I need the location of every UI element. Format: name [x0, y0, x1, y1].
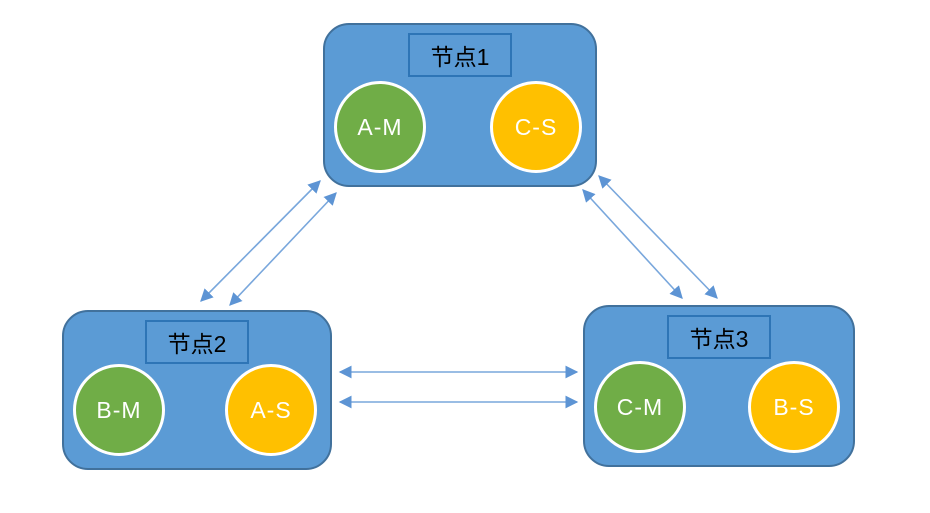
node-3-master-text: C-M — [616, 393, 664, 420]
node-3: 节点3 C-M B-S — [583, 305, 855, 467]
node-1-slave-text: C-S — [514, 113, 558, 140]
edge-node1-node3-arrow-1 — [582, 189, 683, 299]
node-3-label-box: 节点3 — [667, 315, 771, 359]
node-3-label: 节点3 — [689, 326, 749, 352]
node-2-label: 节点2 — [167, 331, 227, 357]
node-1-master-text: A-M — [357, 113, 403, 140]
node-1-label-box: 节点1 — [408, 33, 512, 77]
node-3-slave-circle: B-S — [748, 361, 840, 453]
node-1: 节点1 A-M C-S — [323, 23, 597, 187]
node-1-master-circle: A-M — [334, 81, 426, 173]
edge-node2-node1-arrow-2 — [229, 192, 337, 306]
edge-node2-node1-arrow-1 — [200, 180, 321, 302]
edge-node1-node3-arrow-2 — [598, 175, 718, 299]
node-2-slave-circle: A-S — [225, 364, 317, 456]
node-3-slave-text: B-S — [773, 393, 815, 420]
node-2: 节点2 B-M A-S — [62, 310, 332, 470]
node-2-master-text: B-M — [96, 396, 142, 423]
node-3-master-circle: C-M — [594, 361, 686, 453]
node-2-master-circle: B-M — [73, 364, 165, 456]
node-2-label-box: 节点2 — [145, 320, 249, 364]
node-2-slave-text: A-S — [250, 396, 292, 423]
node-1-slave-circle: C-S — [490, 81, 582, 173]
node-1-label: 节点1 — [430, 44, 490, 70]
